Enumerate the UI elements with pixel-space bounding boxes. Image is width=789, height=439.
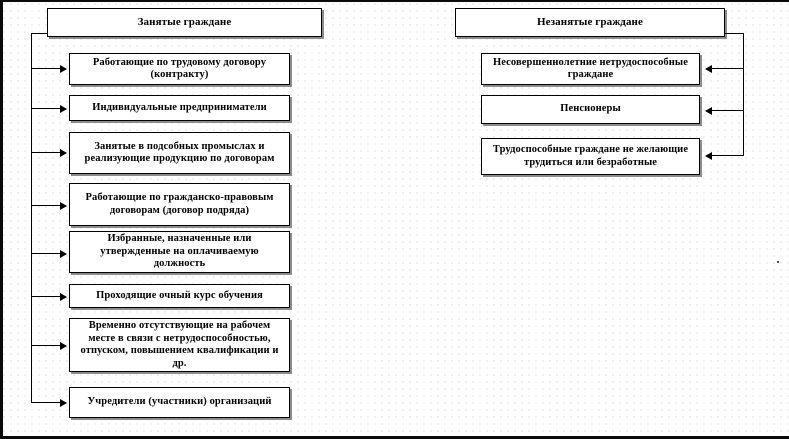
right-trunk-elbow xyxy=(724,33,744,35)
left-connector-2 xyxy=(31,108,62,110)
left-item-label-2: Индивидуальные предприниматели xyxy=(92,101,267,113)
page-edge-top xyxy=(0,0,789,2)
left-connector-1 xyxy=(31,68,62,70)
scan-speck-artifact xyxy=(777,261,779,263)
left-item-box-6: Проходящие очный курс обучения xyxy=(69,284,290,308)
left-trunk-vertical xyxy=(31,33,33,402)
left-connector-7 xyxy=(31,345,62,347)
right-item-box-2: Пенсионеры xyxy=(481,95,700,124)
left-connector-8 xyxy=(31,402,62,404)
left-arrow-8-icon xyxy=(60,398,67,407)
right-item-box-3: Трудоспособные граждане не желающие труд… xyxy=(481,138,700,175)
left-item-box-5: Избранные, назначенные или утвержденные … xyxy=(69,231,290,273)
left-item-label-5: Избранные, назначенные или утвержденные … xyxy=(100,233,259,270)
right-trunk-vertical xyxy=(742,33,744,156)
left-item-label-6: Проходящие очный курс обучения xyxy=(96,289,263,301)
right-item-label-2: Пенсионеры xyxy=(560,103,621,115)
left-item-box-3: Занятые в подсобных промыслах и реализую… xyxy=(69,132,290,174)
left-arrow-1-icon xyxy=(60,64,67,73)
left-item-label-4: Работающие по гражданско-правовым догово… xyxy=(85,192,274,216)
right-branch-heading-box: Незанятые граждане xyxy=(455,8,725,37)
left-connector-4 xyxy=(31,205,62,207)
left-connector-6 xyxy=(31,296,62,298)
left-trunk-elbow xyxy=(31,33,48,35)
left-arrow-4-icon xyxy=(60,201,67,210)
left-arrow-5-icon xyxy=(60,249,67,258)
right-arrow-2-icon xyxy=(705,106,712,115)
left-item-label-7: Временно отсутствующие на рабочем месте … xyxy=(80,320,279,369)
right-connector-3 xyxy=(712,155,743,157)
right-arrow-1-icon xyxy=(705,64,712,73)
left-item-label-1: Работающие по трудовому договору (контра… xyxy=(92,56,267,81)
left-item-label-8: Учредители (участники) организаций xyxy=(87,396,272,408)
left-connector-5 xyxy=(31,253,62,255)
left-branch-heading-box: Занятые граждане xyxy=(47,8,322,37)
left-item-box-2: Индивидуальные предприниматели xyxy=(69,95,290,121)
left-item-box-4: Работающие по гражданско-правовым догово… xyxy=(69,183,290,226)
left-item-box-1: Работающие по трудовому договору (контра… xyxy=(69,53,290,85)
left-arrow-6-icon xyxy=(60,292,67,301)
left-arrow-7-icon xyxy=(60,341,67,350)
right-connector-1 xyxy=(712,68,743,70)
left-item-box-8: Учредители (участники) организаций xyxy=(69,387,290,418)
page-edge-left xyxy=(0,0,3,439)
right-item-label-1: Несовершеннолетние нетрудоспособные граж… xyxy=(493,56,688,81)
left-item-label-3: Занятые в подсобных промыслах и реализую… xyxy=(84,140,275,165)
left-arrow-3-icon xyxy=(60,148,67,157)
right-item-box-1: Несовершеннолетние нетрудоспособные граж… xyxy=(481,53,700,85)
left-branch-heading-label: Занятые граждане xyxy=(137,16,232,29)
right-branch-heading-label: Незанятые граждане xyxy=(537,16,643,29)
right-item-label-3: Трудоспособные граждане не желающие труд… xyxy=(492,144,689,168)
left-item-box-7: Временно отсутствующие на рабочем месте … xyxy=(69,318,290,372)
left-connector-3 xyxy=(31,152,62,154)
page-edge-bottom xyxy=(0,436,789,439)
right-connector-2 xyxy=(712,110,743,112)
left-arrow-2-icon xyxy=(60,104,67,113)
right-arrow-3-icon xyxy=(705,151,712,160)
